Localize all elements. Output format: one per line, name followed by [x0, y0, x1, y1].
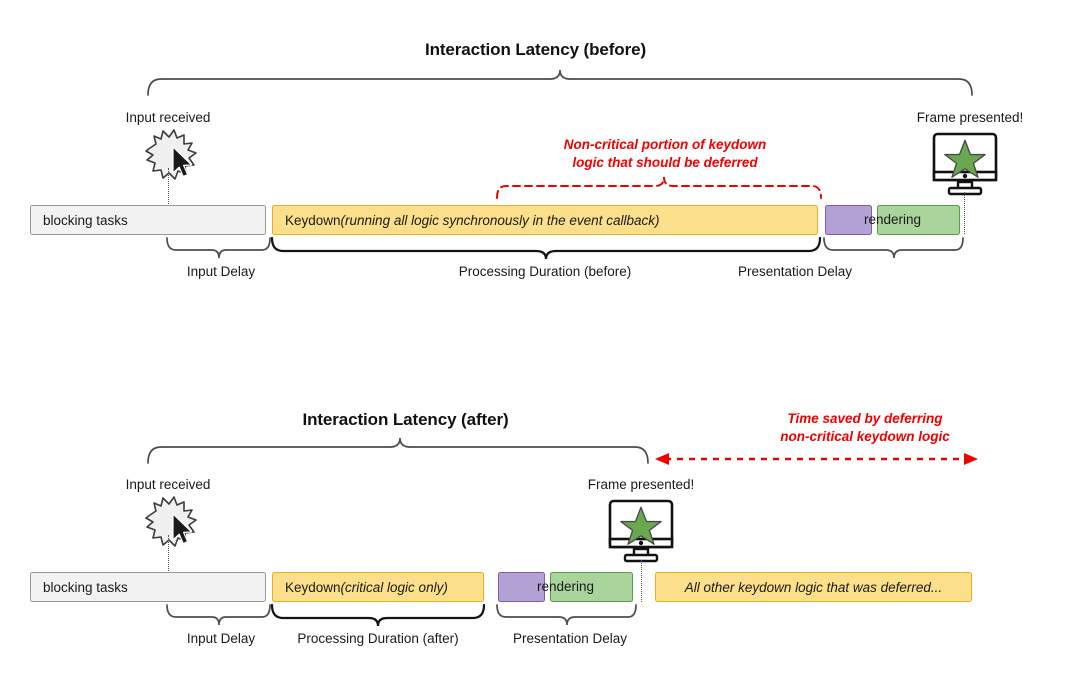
- brace-processing-duration-after: [270, 603, 486, 627]
- bar-pre-render-after[interactable]: [498, 572, 545, 602]
- bar-blocking-tasks-before[interactable]: blocking tasks: [30, 205, 266, 235]
- star-icon: [620, 506, 662, 545]
- brace-processing-duration-before: [270, 236, 822, 260]
- phase-label-input-delay-before: Input Delay: [186, 264, 256, 279]
- bar-keydown-label-em-before: (running all logic synchronously in the …: [340, 212, 660, 228]
- bar-deferred-work-after[interactable]: All other keydown logic that was deferre…: [655, 572, 972, 602]
- monitor-icon-before: [925, 132, 1005, 204]
- bar-keydown-after[interactable]: Keydown (critical logic only): [272, 572, 484, 602]
- phase-label-presentation-delay-after: Presentation Delay: [512, 631, 628, 646]
- diagram-title-before: Interaction Latency (before): [424, 40, 647, 59]
- bar-keydown-before[interactable]: Keydown (running all logic synchronously…: [272, 205, 818, 235]
- red-annotation-line2-before: logic that should be deferred: [572, 154, 758, 170]
- frame-presented-label-after: Frame presented!: [587, 477, 695, 492]
- dropline-frame-after: [641, 560, 642, 602]
- input-received-label-before: Input received: [125, 110, 211, 125]
- bar-keydown-label-em-after: (critical logic only): [340, 579, 448, 595]
- brace-presentation-delay-after: [496, 604, 637, 626]
- brace-noncritical-portion-before: [496, 176, 822, 199]
- phase-label-processing-duration-after: Processing Duration (after): [297, 631, 459, 646]
- diagram-title-after: Interaction Latency (after): [302, 410, 509, 429]
- bar-blocking-tasks-label-before: blocking tasks: [43, 212, 128, 228]
- bar-keydown-label-after: Keydown: [285, 579, 341, 595]
- red-annotation-before: Non-critical portion of keydown logic th…: [485, 136, 845, 172]
- brace-input-delay-after: [166, 604, 271, 626]
- phase-label-presentation-delay-before: Presentation Delay: [737, 264, 853, 279]
- dropline-input-before: [168, 168, 169, 218]
- bar-render-before[interactable]: [877, 205, 960, 235]
- bar-render-after[interactable]: [550, 572, 633, 602]
- dropline-input-after: [168, 535, 169, 585]
- bar-pre-render-before[interactable]: [825, 205, 872, 235]
- dropline-frame-before: [964, 192, 965, 234]
- bar-blocking-tasks-after[interactable]: blocking tasks: [30, 572, 266, 602]
- star-icon: [944, 139, 986, 178]
- arrow-time-saved-after: [655, 453, 978, 465]
- red-annotation-line1-after: Time saved by deferring: [787, 411, 943, 426]
- brace-interaction-latency-after: [147, 437, 649, 464]
- mouse-cursor-icon-before: [171, 146, 195, 178]
- frame-presented-label-before: Frame presented!: [916, 110, 1024, 125]
- monitor-icon-after: [601, 499, 681, 571]
- brace-presentation-delay-before: [823, 237, 964, 259]
- mouse-cursor-icon-after: [171, 513, 195, 545]
- rendering-label-after: rendering: [536, 579, 595, 594]
- bar-keydown-label-before: Keydown: [285, 212, 341, 228]
- rendering-label-before: rendering: [863, 212, 922, 227]
- bar-deferred-work-label-after: All other keydown logic that was deferre…: [684, 579, 943, 595]
- red-annotation-line2-after: non-critical keydown logic: [780, 428, 950, 444]
- red-annotation-line1-before: Non-critical portion of keydown: [563, 137, 767, 152]
- phase-label-processing-duration-before: Processing Duration (before): [458, 264, 632, 279]
- red-annotation-after: Time saved by deferring non-critical key…: [700, 410, 1030, 446]
- bar-blocking-tasks-label-after: blocking tasks: [43, 579, 128, 595]
- brace-interaction-latency-before: [147, 69, 973, 96]
- input-received-label-after: Input received: [125, 477, 211, 492]
- brace-input-delay-before: [166, 237, 271, 259]
- phase-label-input-delay-after: Input Delay: [186, 631, 256, 646]
